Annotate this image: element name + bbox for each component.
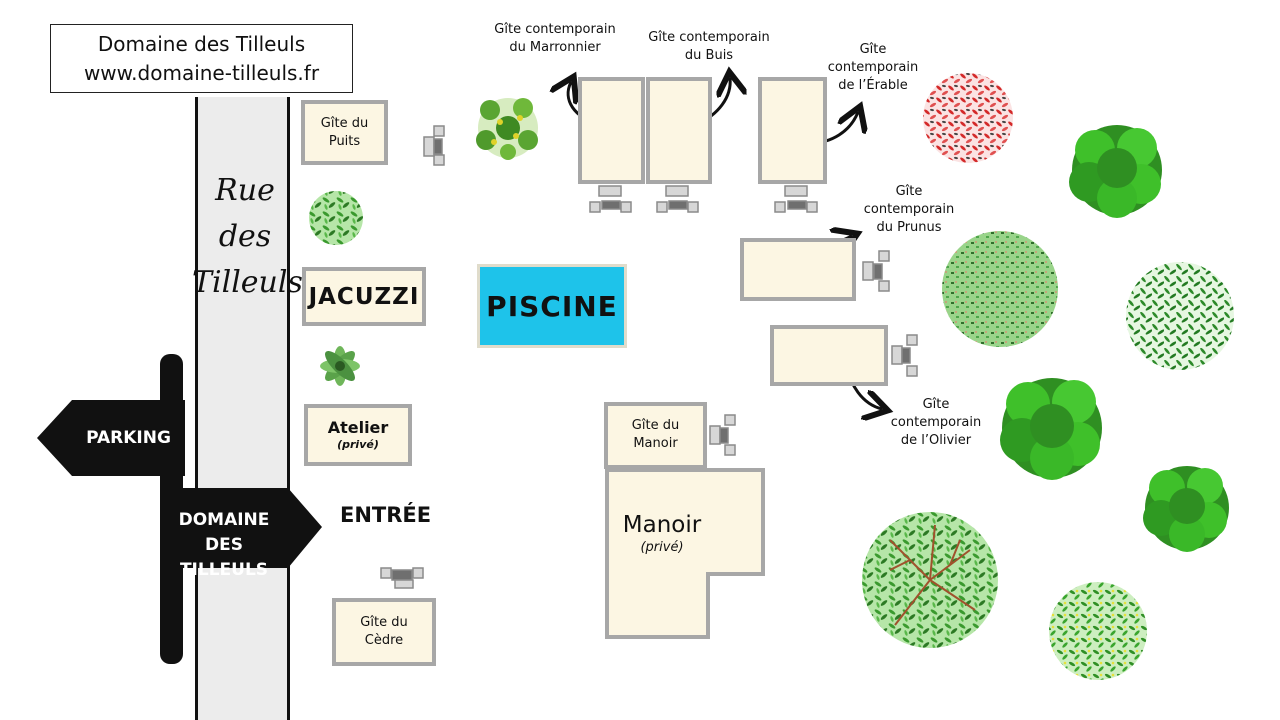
jacuzzi[interactable]: JACUZZI bbox=[302, 267, 426, 326]
domain-website[interactable]: www.domaine-tilleuls.fr bbox=[83, 61, 320, 85]
gite-erable[interactable] bbox=[758, 77, 827, 184]
atelier[interactable]: Atelier (privé) bbox=[304, 404, 412, 466]
domain-sign-arrow bbox=[160, 488, 322, 568]
atelier-label: Atelier bbox=[327, 418, 389, 437]
road-name: Rue des Tilleuls bbox=[192, 173, 303, 300]
gite-buis-label: Gîte contemporain du Buis bbox=[648, 30, 770, 63]
entrance-label: ENTRÉE bbox=[340, 503, 432, 527]
domain-name: Domaine des Tilleuls bbox=[97, 32, 306, 56]
road bbox=[195, 97, 290, 720]
gite-puits[interactable]: Gîte du Puits bbox=[301, 100, 388, 165]
gite-marronnier-label: Gîte contemporain du Marronnier bbox=[494, 22, 616, 55]
domain-title-box: Domaine des Tilleuls www.domaine-tilleul… bbox=[50, 24, 353, 93]
domain-sign-label: DOMAINE DES TILLEULS bbox=[178, 510, 270, 580]
atelier-note: (privé) bbox=[337, 438, 379, 451]
tree-icon bbox=[309, 73, 1234, 680]
gite-cedre[interactable]: Gîte du Cèdre bbox=[332, 598, 436, 666]
gite-prunus-label: Gîte contemporain du Prunus bbox=[863, 184, 955, 235]
manoir[interactable]: Manoir (privé) bbox=[607, 510, 717, 556]
gite-buis[interactable] bbox=[646, 77, 712, 184]
gite-prunus[interactable] bbox=[740, 238, 856, 301]
plant-icon bbox=[320, 98, 538, 386]
gite-erable-label: Gîte contemporain de l’Érable bbox=[827, 42, 919, 93]
gite-cedre-label: Gîte du Cèdre bbox=[360, 615, 408, 648]
manoir-note: (privé) bbox=[640, 540, 684, 555]
parking-sign-arrow bbox=[37, 400, 185, 476]
signpost-icon bbox=[37, 354, 322, 664]
parking-sign-label[interactable]: PARKING bbox=[86, 428, 171, 448]
manoir-label: Manoir bbox=[622, 512, 702, 538]
pool-label: PISCINE bbox=[486, 289, 618, 323]
gite-olivier-label: Gîte contemporain de l’Olivier bbox=[890, 397, 982, 448]
gite-marronnier[interactable] bbox=[578, 77, 645, 184]
gite-olivier[interactable] bbox=[770, 325, 888, 386]
pool[interactable]: PISCINE bbox=[477, 264, 627, 348]
jacuzzi-label: JACUZZI bbox=[308, 283, 420, 310]
garden-furniture-icon bbox=[380, 125, 918, 589]
gite-manoir-label: Gîte du Manoir bbox=[631, 418, 680, 451]
gite-puits-label: Gîte du Puits bbox=[320, 115, 369, 149]
